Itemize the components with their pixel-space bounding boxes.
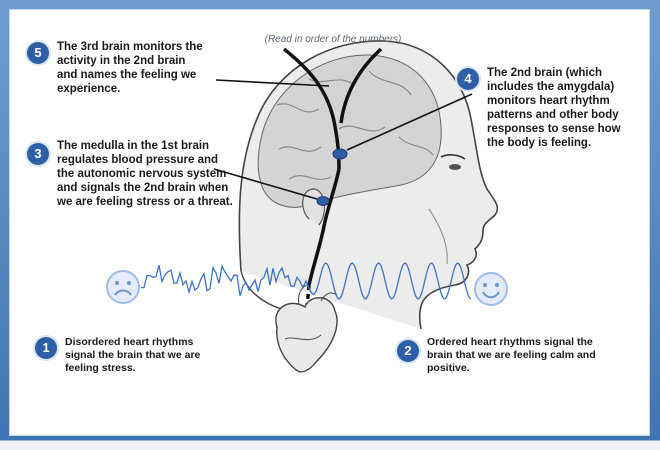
step-2-badge: 2 xyxy=(397,340,419,362)
step-5-text: The 3rd brain monitors the activity in t… xyxy=(57,40,207,96)
diagram-panel: (Read in order of the numbers) 5 The 3rd… xyxy=(9,9,650,436)
heart-illustration xyxy=(276,298,337,372)
step-3-badge: 3 xyxy=(27,143,49,165)
step-5-badge: 5 xyxy=(27,42,49,64)
reading-order-note: (Read in order of the numbers) xyxy=(243,34,423,45)
step-4-text: The 2nd brain (which includes the amygda… xyxy=(487,66,637,150)
step-2-text: Ordered heart rhythms signal the brain t… xyxy=(427,336,607,375)
step-1-text: Disordered heart rhythms signal the brai… xyxy=(65,336,225,375)
happy-face-icon xyxy=(473,271,509,307)
sad-face-icon xyxy=(105,269,141,305)
step-3-text: The medulla in the 1st brain regulates b… xyxy=(57,139,235,209)
step-4-badge: 4 xyxy=(457,68,479,90)
step-1-badge: 1 xyxy=(35,337,57,359)
